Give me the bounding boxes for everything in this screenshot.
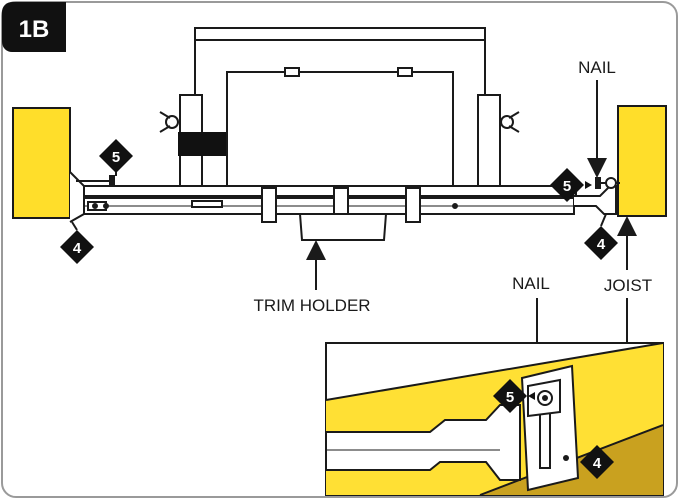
step-marker-4-inset: 4 [580, 445, 614, 479]
step-marker-5-right: 5 [550, 168, 584, 202]
step-marker-5-inset: 5 [493, 379, 527, 413]
detail-inset [325, 342, 664, 496]
svg-text:4: 4 [593, 455, 602, 472]
nail-left [76, 175, 115, 187]
label-joist: JOIST [604, 276, 652, 295]
figure-id-label: 1B [19, 16, 50, 43]
label-trim-holder: TRIM HOLDER [253, 296, 370, 315]
label-nail-top: NAIL [578, 58, 616, 77]
step-marker-4-right: 4 [584, 226, 618, 260]
svg-text:5: 5 [506, 389, 514, 406]
wing-nut-right [500, 111, 520, 133]
label-nail-inset: NAIL [512, 274, 550, 293]
wing-nut-left [159, 111, 179, 133]
trim-holder [298, 213, 388, 241]
joist-left [12, 107, 71, 219]
svg-text:4: 4 [597, 236, 606, 253]
pointer-right-top [585, 181, 592, 189]
figure-id-badge: 1B [2, 2, 66, 52]
bar-end-left [69, 171, 85, 223]
joist-right [617, 105, 667, 217]
step-marker-4-left: 4 [60, 230, 94, 264]
strap-clip [178, 132, 226, 156]
trim-holder-clips [261, 187, 421, 223]
pointer-right-bottom [600, 213, 607, 227]
pointer-left-bottom [71, 221, 78, 231]
svg-text:5: 5 [563, 178, 571, 195]
light-fixture-housing [179, 27, 501, 196]
svg-text:4: 4 [73, 240, 82, 257]
nail-right [595, 177, 620, 189]
svg-text:5: 5 [112, 149, 120, 166]
step-marker-5-left: 5 [99, 139, 133, 173]
pointer-inset-top [528, 392, 535, 400]
